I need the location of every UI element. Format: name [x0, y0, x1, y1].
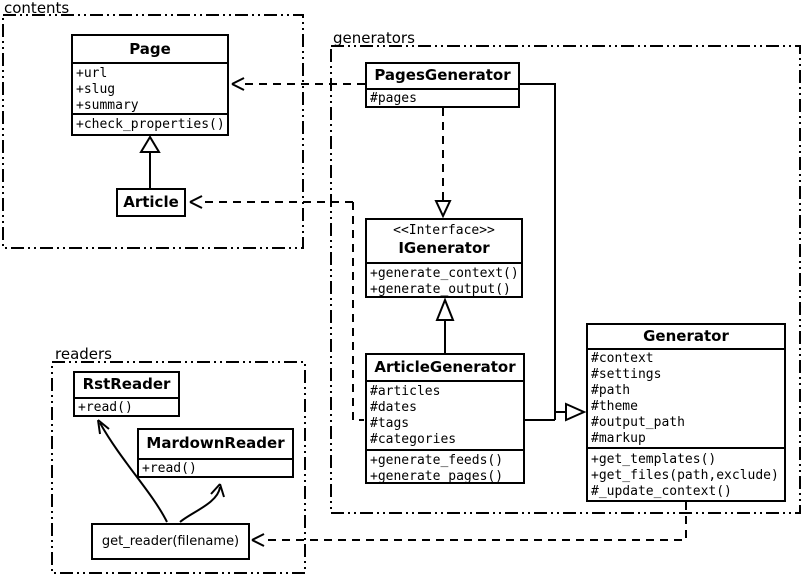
class-box-mardownreader: MardownReader +read(): [137, 428, 294, 478]
class-methods-igenerator: +generate_context() +generate_output(): [367, 262, 521, 296]
function-label-get-reader: get_reader(filename): [101, 534, 240, 549]
arrow-getreader-to-rstreader-arrow-icon: [97, 419, 110, 435]
class-title-pagesgenerator: PagesGenerator: [374, 66, 511, 84]
dependency-pagesgenerator-to-page-arrow-icon: [231, 77, 245, 91]
class-box-igenerator: <<Interface>> IGenerator +generate_conte…: [365, 218, 523, 298]
dependency-articlegenerator-to-article-elbow: [352, 202, 364, 421]
class-title-rstreader: RstReader: [82, 375, 171, 393]
class-methods-articlegenerator: +generate_feeds() +generate_pages(): [367, 449, 523, 482]
realization-pagesgenerator-to-igenerator-triangle-icon: [434, 200, 452, 219]
class-box-pagesgenerator: PagesGenerator #pages: [365, 62, 520, 108]
class-box-rstreader: RstReader +read(): [73, 371, 180, 417]
class-attributes-generator: #context #settings #path #theme #output_…: [588, 348, 784, 447]
function-box-get-reader: get_reader(filename): [91, 523, 250, 560]
generalization-articlegenerator-to-igenerator-triangle-icon: [435, 297, 455, 321]
class-methods-mardownreader: +read(): [139, 458, 292, 476]
generalization-generators-to-generator-triangle-icon: [565, 402, 587, 422]
class-box-article: Article: [116, 188, 186, 217]
class-box-articlegenerator: ArticleGenerator #articles #dates #tags …: [365, 353, 525, 484]
class-attributes-pagesgenerator: #pages: [367, 88, 518, 106]
dependency-generator-to-getreader-line: [264, 502, 687, 541]
class-header-igenerator: <<Interface>> IGenerator: [367, 220, 521, 262]
arrow-getreader-to-rstreader-curve: [99, 422, 168, 523]
generalization-generators-to-generator-lines: [520, 83, 566, 421]
class-methods-rstreader: +read(): [75, 397, 178, 415]
class-title-page: Page: [129, 40, 171, 58]
class-title-article: Article: [123, 193, 179, 211]
class-methods-page: +check_properties(): [73, 113, 227, 134]
class-title-articlegenerator: ArticleGenerator: [374, 358, 516, 376]
package-border-contents: [2, 14, 304, 249]
dependency-generator-to-getreader-arrow-icon: [251, 533, 265, 547]
class-stereotype-igenerator: <<Interface>>: [393, 223, 495, 238]
generalization-article-to-page-triangle-icon: [139, 135, 161, 153]
class-attributes-articlegenerator: #articles #dates #tags #categories: [367, 380, 523, 449]
class-title-generator: Generator: [643, 327, 729, 345]
arrow-getreader-to-mardownreader-curve: [179, 486, 221, 523]
package-border-readers: [51, 361, 306, 574]
package-border-generators: [330, 45, 801, 514]
package-label-generators: generators: [333, 29, 415, 47]
class-title-mardownreader: MardownReader: [146, 434, 285, 452]
class-methods-generator: +get_templates() +get_files(path,exclude…: [588, 447, 784, 500]
class-title-igenerator: IGenerator: [398, 239, 490, 257]
class-box-page: Page +url +slug +summary +check_properti…: [71, 34, 229, 136]
dependency-articlegenerator-to-article-arrow-icon: [189, 195, 203, 209]
class-attributes-page: +url +slug +summary: [73, 62, 227, 113]
package-label-contents: contents: [4, 0, 70, 17]
arrow-getreader-to-mardownreader-arrow-icon: [210, 483, 225, 498]
class-box-generator: Generator #context #settings #path #them…: [586, 323, 786, 502]
package-label-readers: readers: [55, 345, 112, 363]
